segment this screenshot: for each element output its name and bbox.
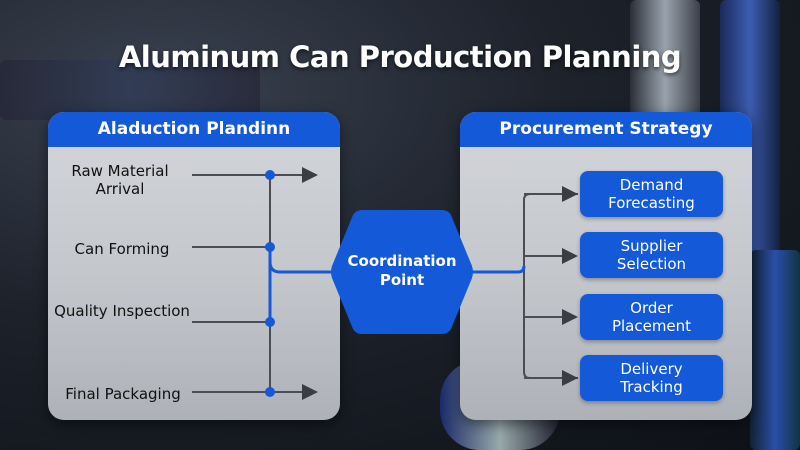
step-final-packaging: Final Packaging xyxy=(65,385,181,403)
page-title: Aluminum Can Production Planning xyxy=(118,40,682,74)
supplier-selection-label: Supplier Selection xyxy=(616,237,687,273)
node-dot xyxy=(265,387,275,397)
box-demand-forecasting: Demand Forecasting xyxy=(580,171,723,217)
node-dot xyxy=(265,170,275,180)
delivery-tracking-label: Delivery Tracking xyxy=(620,360,683,396)
production-panel-header: Aladuction Plandinn xyxy=(48,112,340,147)
step-quality-inspection: Quality Inspection xyxy=(54,302,190,320)
coordination-point-label: Coordination Point xyxy=(347,252,457,289)
procurement-panel-header: Procurement Strategy xyxy=(460,112,752,147)
box-order-placement: Order Placement xyxy=(580,294,723,340)
box-supplier-selection: Supplier Selection xyxy=(580,232,723,278)
coordination-hexagon xyxy=(331,210,473,334)
order-placement-label: Order Placement xyxy=(611,299,692,335)
step-raw-material-arrival: Raw Material Arrival xyxy=(71,162,169,198)
production-planning-panel: Aladuction Plandinn xyxy=(48,112,340,420)
step-can-forming: Can Forming xyxy=(74,240,170,258)
node-dot xyxy=(265,242,275,252)
box-delivery-tracking: Delivery Tracking xyxy=(580,355,723,401)
node-dot xyxy=(265,317,275,327)
coordination-link xyxy=(268,247,526,322)
demand-forecasting-label: Demand Forecasting xyxy=(608,176,695,212)
